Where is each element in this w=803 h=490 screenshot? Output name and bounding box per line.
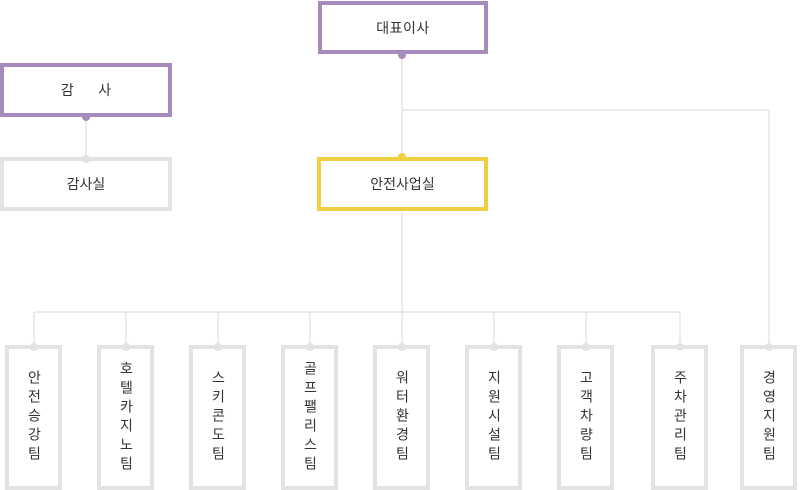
- team-box-1: 호텔카지노팀: [97, 345, 154, 490]
- team-dot: [676, 343, 684, 351]
- team-label-5: 지원시설팀: [485, 370, 502, 465]
- support-dot: [765, 343, 773, 351]
- auditor-label: 감 사: [60, 83, 122, 99]
- team-box-4: 워터환경팀: [373, 345, 430, 490]
- team-label-7: 주차관리팀: [671, 370, 688, 465]
- audit-office-dot: [82, 155, 90, 163]
- ceo-dot: [398, 51, 406, 59]
- audit-office-box: 감사실: [0, 157, 172, 211]
- team-box-2: 스키콘도팀: [189, 345, 246, 490]
- management-support-label: 경영지원팀: [760, 370, 777, 465]
- team-dot: [30, 343, 38, 351]
- safety-division-label: 안전사업실: [370, 177, 435, 193]
- team-box-7: 주차관리팀: [651, 345, 708, 490]
- team-label-6: 고객차량팀: [577, 370, 594, 465]
- ceo-label: 대표이사: [376, 20, 430, 37]
- team-dot: [490, 343, 498, 351]
- team-dot: [582, 343, 590, 351]
- team-box-3: 골프팰리스팀: [281, 345, 338, 490]
- team-label-1: 호텔카지노팀: [117, 360, 134, 475]
- team-label-4: 워터환경팀: [393, 370, 410, 465]
- team-dot: [306, 343, 314, 351]
- team-dot: [398, 343, 406, 351]
- safety-division-box: 안전사업실: [317, 157, 488, 211]
- team-label-2: 스키콘도팀: [209, 370, 226, 465]
- team-label-3: 골프팰리스팀: [301, 360, 318, 475]
- division-dot: [398, 153, 406, 161]
- team-dot: [122, 343, 130, 351]
- auditor-dot: [82, 113, 90, 121]
- team-dot: [214, 343, 222, 351]
- team-label-0: 안전승강팀: [25, 370, 42, 465]
- management-support-box: 경영지원팀: [740, 345, 797, 490]
- ceo-box: 대표이사: [318, 1, 488, 54]
- audit-office-label: 감사실: [66, 177, 106, 193]
